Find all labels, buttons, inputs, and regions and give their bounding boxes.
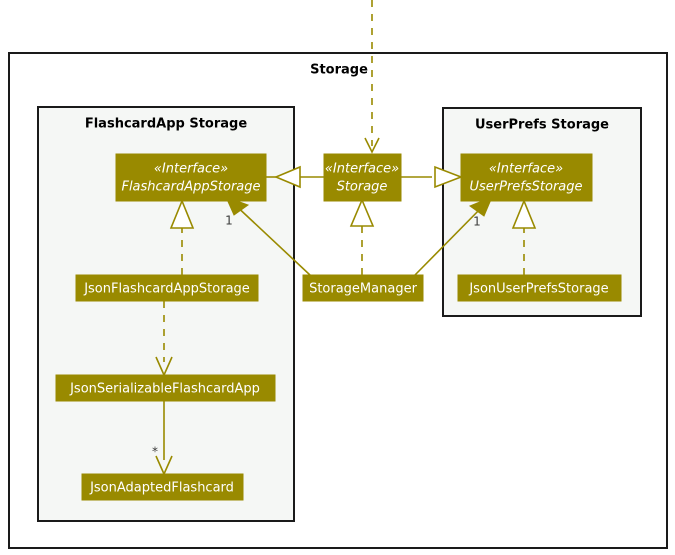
multiplicity-flashcardappstorage: 1 xyxy=(225,214,233,228)
class-flashcardappstorage[interactable]: «Interface» FlashcardAppStorage xyxy=(115,153,267,202)
multiplicity-jsonadaptedflashcard: * xyxy=(152,445,158,459)
edge-storagemanager-to-flashcardappstorage xyxy=(231,201,311,276)
arrowhead-storage-to-userprefsstorage xyxy=(434,165,464,189)
package-storage-title: Storage xyxy=(310,63,368,78)
class-jsonuserprefsstorage-name: JsonUserPrefsStorage xyxy=(468,282,608,297)
class-jsonserializableflashcardapp[interactable]: JsonSerializableFlashcardApp xyxy=(55,374,276,402)
class-storage-name: Storage xyxy=(337,180,388,195)
class-jsonadaptedflashcard-box[interactable] xyxy=(81,473,244,501)
edge-storagemanager-to-userprefsstorage xyxy=(414,202,487,276)
class-storage[interactable]: «Interface» Storage xyxy=(323,153,402,202)
class-jsonflashcardappstorage-name: JsonFlashcardAppStorage xyxy=(83,282,250,297)
multiplicity-userprefsstorage: 1 xyxy=(473,215,481,229)
class-userprefsstorage-stereotype: «Interface» xyxy=(489,162,563,177)
class-flashcardappstorage-name: FlashcardAppStorage xyxy=(121,180,260,195)
class-storagemanager-name: StorageManager xyxy=(309,282,418,297)
class-jsonserializableflashcardapp-name: JsonSerializableFlashcardApp xyxy=(69,382,260,397)
arrowhead-jsonuserprefsstorage-to-userprefsstorage xyxy=(511,198,537,229)
class-jsonserializableflashcardapp-box[interactable] xyxy=(55,374,276,402)
class-storagemanager[interactable]: StorageManager xyxy=(302,274,424,302)
package-flashcardapp-storage-title: FlashcardApp Storage xyxy=(85,117,247,132)
class-jsonflashcardappstorage[interactable]: JsonFlashcardAppStorage xyxy=(75,274,259,302)
class-flashcardappstorage-stereotype: «Interface» xyxy=(154,162,228,177)
class-userprefsstorage-name: UserPrefsStorage xyxy=(469,180,582,195)
class-jsonadaptedflashcard[interactable]: JsonAdaptedFlashcard xyxy=(81,473,244,501)
package-userprefs-storage-title: UserPrefs Storage xyxy=(475,118,609,133)
arrowhead-storagemanager-to-storage xyxy=(349,197,375,227)
arrowhead-storage-to-flashcardappstorage xyxy=(273,165,301,189)
class-userprefsstorage[interactable]: «Interface» UserPrefsStorage xyxy=(460,153,593,202)
arrowhead-external-to-storage xyxy=(364,137,380,154)
class-storagemanager-box[interactable] xyxy=(302,274,424,302)
class-storage-box[interactable] xyxy=(323,153,402,202)
class-jsonuserprefsstorage[interactable]: JsonUserPrefsStorage xyxy=(457,274,622,302)
class-jsonuserprefsstorage-box[interactable] xyxy=(457,274,622,302)
class-userprefsstorage-box[interactable] xyxy=(460,153,593,202)
class-flashcardappstorage-box[interactable] xyxy=(115,153,267,202)
class-jsonadaptedflashcard-name: JsonAdaptedFlashcard xyxy=(89,481,234,496)
arrowhead-jsonflashcardappstorage-to-flashcardappstorage xyxy=(169,198,195,229)
class-jsonflashcardappstorage-box[interactable] xyxy=(75,274,259,302)
class-storage-stereotype: «Interface» xyxy=(325,162,399,177)
